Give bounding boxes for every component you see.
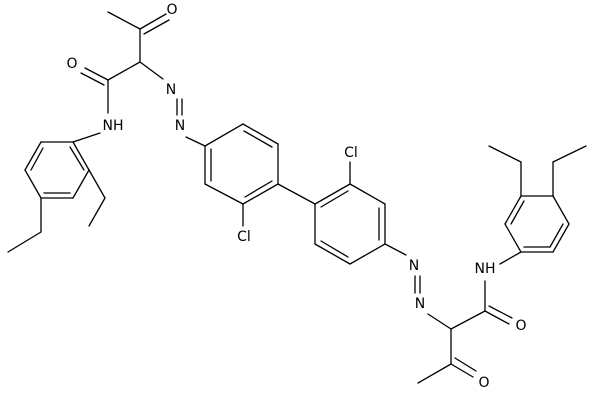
right-acetoacetamide [417, 280, 513, 384]
biphenyl-ring-right [314, 161, 386, 265]
chlorine-lower-label: Cl [237, 229, 251, 245]
nh-left-label: NH [103, 118, 124, 134]
left-diethylphenyl [7, 141, 106, 253]
oxygen-ketone-top-label: O [166, 2, 177, 18]
azo-right-n2-label: N [415, 296, 425, 312]
nh-right-label: NH [475, 261, 496, 277]
oxygen-amide-left-label: O [66, 56, 77, 72]
biaryl-bond [277, 183, 316, 205]
azo-right-n1-label: N [409, 258, 419, 274]
right-diethylphenyl [488, 145, 587, 265]
left-acetoacetamide [72, 11, 170, 143]
azo-left-n1-label: N [166, 82, 176, 98]
left-azo [176, 98, 206, 147]
azo-left-n2-label: N [175, 118, 185, 134]
right-azo [384, 243, 452, 330]
chlorine-upper-label: Cl [344, 145, 358, 161]
biphenyl-ring-left [204, 123, 279, 227]
oxygen-amide-right-label: O [515, 318, 526, 334]
oxygen-ketone-bottom-label: O [478, 375, 489, 391]
